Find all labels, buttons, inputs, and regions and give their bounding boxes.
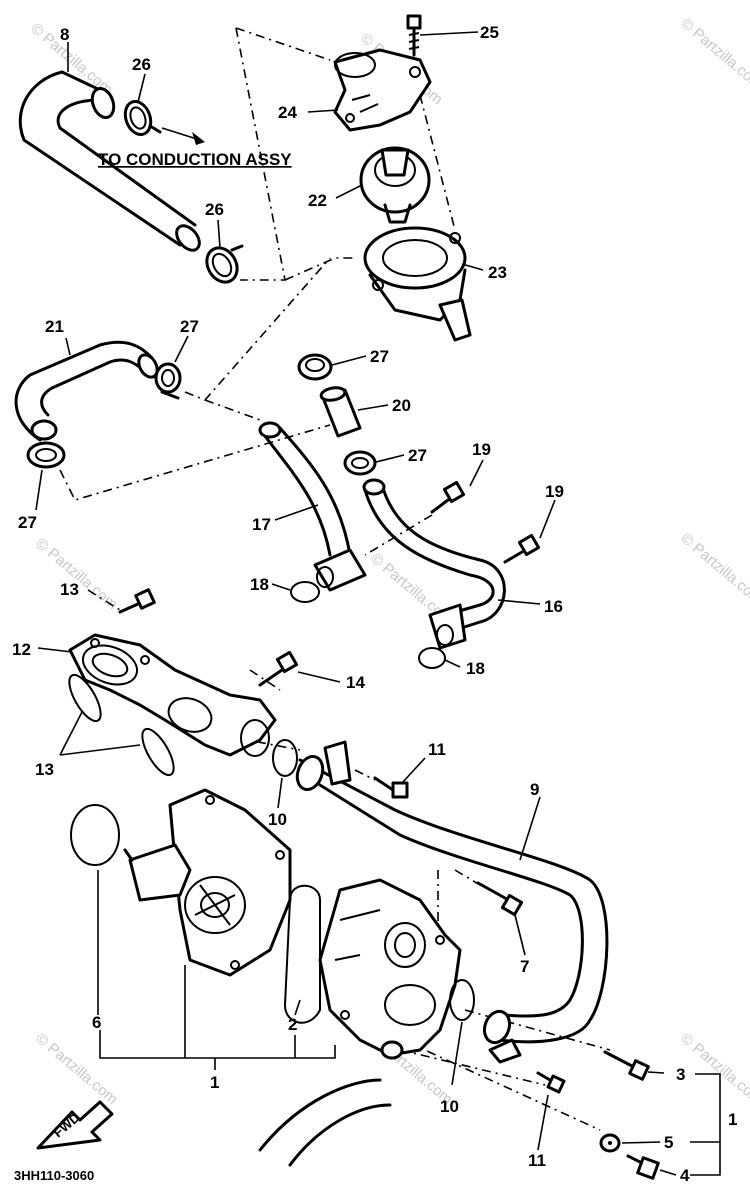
- hose-clamp-27: [26, 441, 66, 469]
- label-27: 27: [180, 317, 199, 336]
- hose-clamp-27: [343, 450, 377, 476]
- label-1: 1: [210, 1073, 219, 1092]
- label-27: 27: [370, 347, 389, 366]
- label-12: 12: [12, 640, 31, 659]
- label-4: 4: [680, 1166, 690, 1185]
- leader-lines: [35, 31, 677, 1176]
- thermostat-cover-24: [333, 48, 432, 132]
- joint-pipe-20: [319, 386, 362, 438]
- washer-5: [599, 1133, 621, 1153]
- hose-clamp-27: [297, 353, 333, 381]
- label-7: 7: [520, 957, 529, 976]
- bolt-15: [118, 588, 156, 614]
- label-5: 5: [664, 1133, 673, 1152]
- label-18: 18: [466, 659, 485, 678]
- o-ring-13: [68, 673, 102, 723]
- label-19: 19: [472, 440, 491, 459]
- outlet-pipe-12: [68, 633, 277, 757]
- label-11: 11: [428, 740, 446, 759]
- bolt-19: [503, 533, 541, 564]
- label-11: 11: [528, 1151, 546, 1170]
- o-ring-18: [290, 581, 320, 603]
- label-26: 26: [205, 200, 224, 219]
- diagram-code: 3HH110-3060: [14, 1168, 94, 1183]
- hose-clamp-26: [123, 100, 162, 136]
- label-22: 22: [308, 191, 327, 210]
- arrow-head: [192, 132, 205, 145]
- label-18: 18: [250, 575, 269, 594]
- label-14: 14: [346, 673, 365, 692]
- o-ring-13: [141, 727, 175, 777]
- leader-13: [59, 711, 141, 756]
- hose-clamp-26: [205, 244, 244, 284]
- arrow-leader: [161, 127, 201, 141]
- bolt-25: [406, 14, 422, 57]
- forward-arrow-icon: FWD: [36, 1100, 114, 1150]
- thermostat-22: [359, 146, 431, 224]
- thermostat-housing-23: [363, 226, 472, 342]
- label-27: 27: [18, 513, 37, 532]
- label-6: 6: [92, 1013, 101, 1032]
- label-13: 13: [35, 760, 54, 779]
- note-to-conduction-assy: TO CONDUCTION ASSY: [98, 150, 292, 169]
- label-10: 10: [440, 1097, 459, 1116]
- label-1: 1: [728, 1110, 737, 1129]
- label-25: 25: [480, 23, 499, 42]
- hose-8: [18, 70, 201, 252]
- hose-21: [14, 340, 159, 442]
- watermark: © Partzilla.com: [677, 15, 750, 93]
- bolt-3: [603, 1050, 650, 1081]
- pipe-17: [258, 421, 367, 592]
- bolt-11: [536, 1071, 566, 1094]
- label-15: 13: [60, 580, 79, 599]
- label-9: 9: [530, 780, 539, 799]
- label-3: 3: [676, 1065, 685, 1084]
- pipe-9: [295, 740, 609, 1064]
- part-labels: 8 26 26 TO CONDUCTION ASSY 25 24 22 23 2…: [12, 23, 737, 1185]
- watermark: © Partzilla.com: [32, 1030, 120, 1108]
- label-26: 26: [132, 55, 151, 74]
- label-21: 21: [45, 317, 64, 336]
- hose-clamp-27: [154, 362, 182, 400]
- label-19: 19: [545, 482, 564, 501]
- lower-hose: [258, 1078, 392, 1167]
- o-ring-6: [70, 804, 120, 866]
- label-17: 17: [252, 515, 271, 534]
- group-bracket-1: [99, 965, 721, 1176]
- bolt-14: [258, 650, 299, 687]
- label-24: 24: [278, 103, 297, 122]
- bolt-19: [430, 480, 466, 514]
- label-2: 2: [288, 1015, 297, 1034]
- label-23: 23: [488, 263, 507, 282]
- drain-bolt-4: [626, 1154, 660, 1180]
- label-8: 8: [60, 25, 69, 44]
- o-ring-10: [449, 979, 475, 1021]
- bolt-11: [373, 776, 409, 799]
- o-ring-18: [418, 647, 446, 669]
- label-10: 10: [268, 810, 287, 829]
- watermark: © Partzilla.com: [677, 530, 750, 608]
- bolt-7: [476, 881, 524, 917]
- watermark: © Partzilla.com: [677, 1030, 750, 1108]
- label-27: 27: [408, 446, 427, 465]
- pump-housing: [318, 878, 462, 1060]
- o-ring-10: [272, 739, 298, 777]
- label-16: 16: [544, 597, 563, 616]
- label-20: 20: [392, 396, 411, 415]
- gasket-2: [283, 884, 321, 1024]
- pipe-16: [362, 478, 506, 650]
- watermark: © Partzilla.com: [27, 20, 115, 98]
- pump-impeller-assembly: [123, 788, 292, 977]
